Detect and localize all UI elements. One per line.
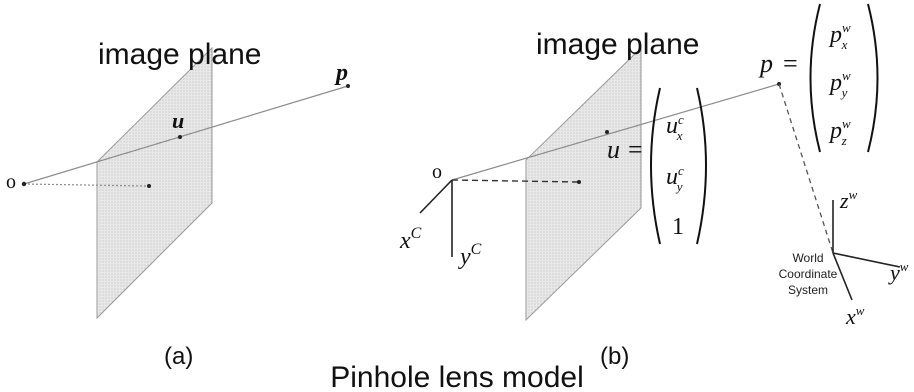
origin-label-a: o (6, 171, 16, 193)
camera-x-label: xC (399, 225, 422, 254)
world-x-letter: x (845, 304, 856, 329)
p-entry-z-letter: p (828, 118, 842, 144)
u-entry-one: 1 (672, 214, 684, 240)
p-entry-z-sup: w (842, 116, 851, 131)
p-entry-y-sub: y (840, 85, 848, 100)
world-caption-line-1: World (792, 251, 823, 265)
panel-a: image plane o u p (a) (6, 38, 350, 370)
p-to-world-link (778, 83, 834, 254)
camera-y-sup: C (471, 241, 482, 258)
world-z-sup: w (849, 187, 858, 202)
image-plane-b (525, 46, 642, 322)
camera-y-label: yC (458, 241, 482, 270)
diagram-title: Pinhole lens model (330, 361, 584, 392)
p-entry-z-sub: z (841, 133, 847, 148)
image-plane-a (96, 46, 213, 320)
caption-b: (b) (600, 343, 629, 370)
u-entry-x-sup: c (678, 112, 684, 127)
ray-b (451, 83, 780, 181)
ray-a (23, 85, 349, 185)
u-entry-y-sup: c (678, 163, 684, 178)
u-vector-lhs: u (607, 135, 620, 164)
p-vector-lhs: p (758, 49, 773, 78)
point-label-a: p (334, 60, 348, 86)
world-caption-line-2: Coordinate (779, 267, 838, 281)
principal-point-b (577, 180, 581, 184)
image-plane-label-a: image plane (98, 38, 261, 71)
u-entry-y-letter: u (666, 164, 678, 190)
world-z-label: zw (839, 187, 858, 213)
projection-point-a (178, 135, 182, 139)
origin-point-a (21, 181, 27, 187)
origin-label-b: o (432, 161, 442, 183)
p-left-paren (809, 3, 821, 153)
world-x-sup: w (856, 303, 865, 318)
p-entry-x-letter: p (828, 22, 842, 48)
u-entry-y-sub: y (675, 179, 683, 194)
image-plane-label-b: image plane (536, 28, 699, 61)
p-equals: = (783, 49, 798, 78)
world-caption-line-3: System (788, 283, 828, 297)
optical-axis-a (23, 183, 149, 187)
world-y-axis (832, 252, 901, 268)
world-y-letter: y (888, 260, 900, 285)
world-y-label: yw (888, 259, 909, 285)
world-x-label: xw (845, 303, 865, 329)
u-entry-x-sub: x (676, 128, 683, 143)
p-entry-y-sup: w (842, 68, 851, 83)
world-x-axis (832, 252, 853, 301)
p-right-paren (867, 3, 879, 153)
projection-label-a: u (172, 108, 184, 133)
camera-y-letter: y (458, 244, 471, 270)
caption-a: (a) (164, 343, 193, 370)
world-z-letter: z (839, 188, 849, 213)
u-right-paren (696, 87, 707, 245)
u-entry-x-letter: u (666, 113, 678, 139)
p-entry-x-sup: w (842, 20, 851, 35)
camera-x-sup: C (411, 225, 422, 242)
p-entry-x-sub: x (841, 37, 848, 52)
world-y-sup: w (900, 259, 909, 274)
optical-axis-b (451, 179, 579, 183)
u-left-paren (650, 87, 661, 245)
u-equals: = (628, 135, 643, 164)
camera-x-letter: x (399, 228, 411, 254)
camera-x-axis (419, 179, 453, 214)
principal-point-a (147, 184, 151, 188)
scene-point-a (346, 84, 350, 88)
p-entry-y-letter: p (828, 70, 842, 96)
projection-point-b (605, 130, 609, 134)
